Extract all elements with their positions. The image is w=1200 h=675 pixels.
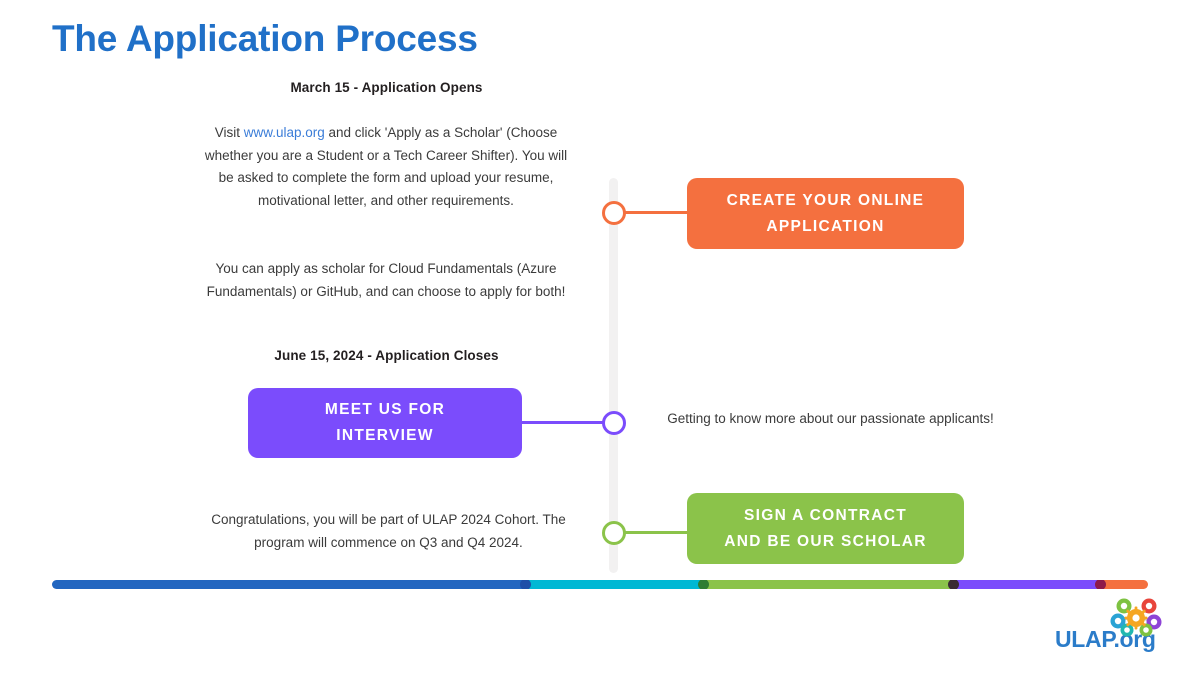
step-1-connector	[624, 211, 694, 214]
step-1-callout-create-application[interactable]: CREATE YOUR ONLINE APPLICATION	[687, 178, 964, 249]
logo-text: ULAP.org	[1055, 626, 1156, 652]
bottom-bar-segment-cyan	[524, 580, 702, 589]
step-2-paragraph-1: Getting to know more about our passionat…	[667, 411, 994, 426]
step-1-marker[interactable]	[602, 201, 626, 225]
step-3-callout-sign-contract[interactable]: SIGN A CONTRACT AND BE OUR SCHOLAR	[687, 493, 964, 564]
timeline-spine	[609, 178, 618, 573]
step-3-callout-line-2: AND BE OUR SCHOLAR	[724, 532, 927, 550]
step-1-paragraph-1: Visit www.ulap.org and click 'Apply as a…	[196, 122, 576, 212]
ulap-website-link[interactable]: www.ulap.org	[243, 125, 325, 140]
step-3-paragraph-1: Congratulations, you will be part of ULA…	[211, 512, 566, 550]
step-2-date-label: June 15, 2024 - Application Closes	[274, 348, 499, 363]
step-2-marker[interactable]	[602, 411, 626, 435]
bottom-bar-segment-purple	[952, 580, 1099, 589]
bottom-bar-dot-blue	[520, 580, 531, 589]
step-1-paragraph-1-post: and click 'Apply as a Scholar' (Choose w…	[204, 125, 568, 208]
bottom-bar-segment-orange	[1099, 580, 1148, 589]
ulap-cloud-network-logo-icon	[1110, 598, 1162, 637]
step-1-date-label: March 15 - Application Opens	[290, 80, 483, 95]
step-1-callout-line-1: CREATE YOUR ONLINE	[726, 191, 925, 209]
step-3-marker[interactable]	[602, 521, 626, 545]
bottom-bar-segment-green	[702, 580, 952, 589]
step-1-callout-line-2: APPLICATION	[766, 217, 885, 235]
bottom-bar-dot-maroon	[1095, 580, 1106, 589]
page-title: The Application Process	[52, 18, 478, 59]
bottom-bar-dot-green	[698, 580, 709, 589]
step-3-connector	[624, 531, 694, 534]
bottom-bar-dot-dark	[948, 580, 959, 589]
bottom-bar-segment-blue	[52, 580, 524, 589]
step-2-connector	[522, 421, 606, 424]
step-1-paragraph-1-pre: Visit	[214, 125, 244, 140]
step-3-callout-line-1: SIGN A CONTRACT	[743, 506, 907, 524]
step-2-callout-line-2: INTERVIEW	[336, 427, 434, 444]
step-2-callout-line-1: MEET US FOR	[324, 401, 446, 418]
bottom-color-bar	[52, 580, 1148, 589]
ulap-logo[interactable]: ULAP.org	[1055, 597, 1165, 655]
step-1-paragraph-2: You can apply as scholar for Cloud Funda…	[206, 261, 566, 299]
step-2-callout-meet-us-for-interview[interactable]: MEET US FOR INTERVIEW	[248, 388, 522, 458]
